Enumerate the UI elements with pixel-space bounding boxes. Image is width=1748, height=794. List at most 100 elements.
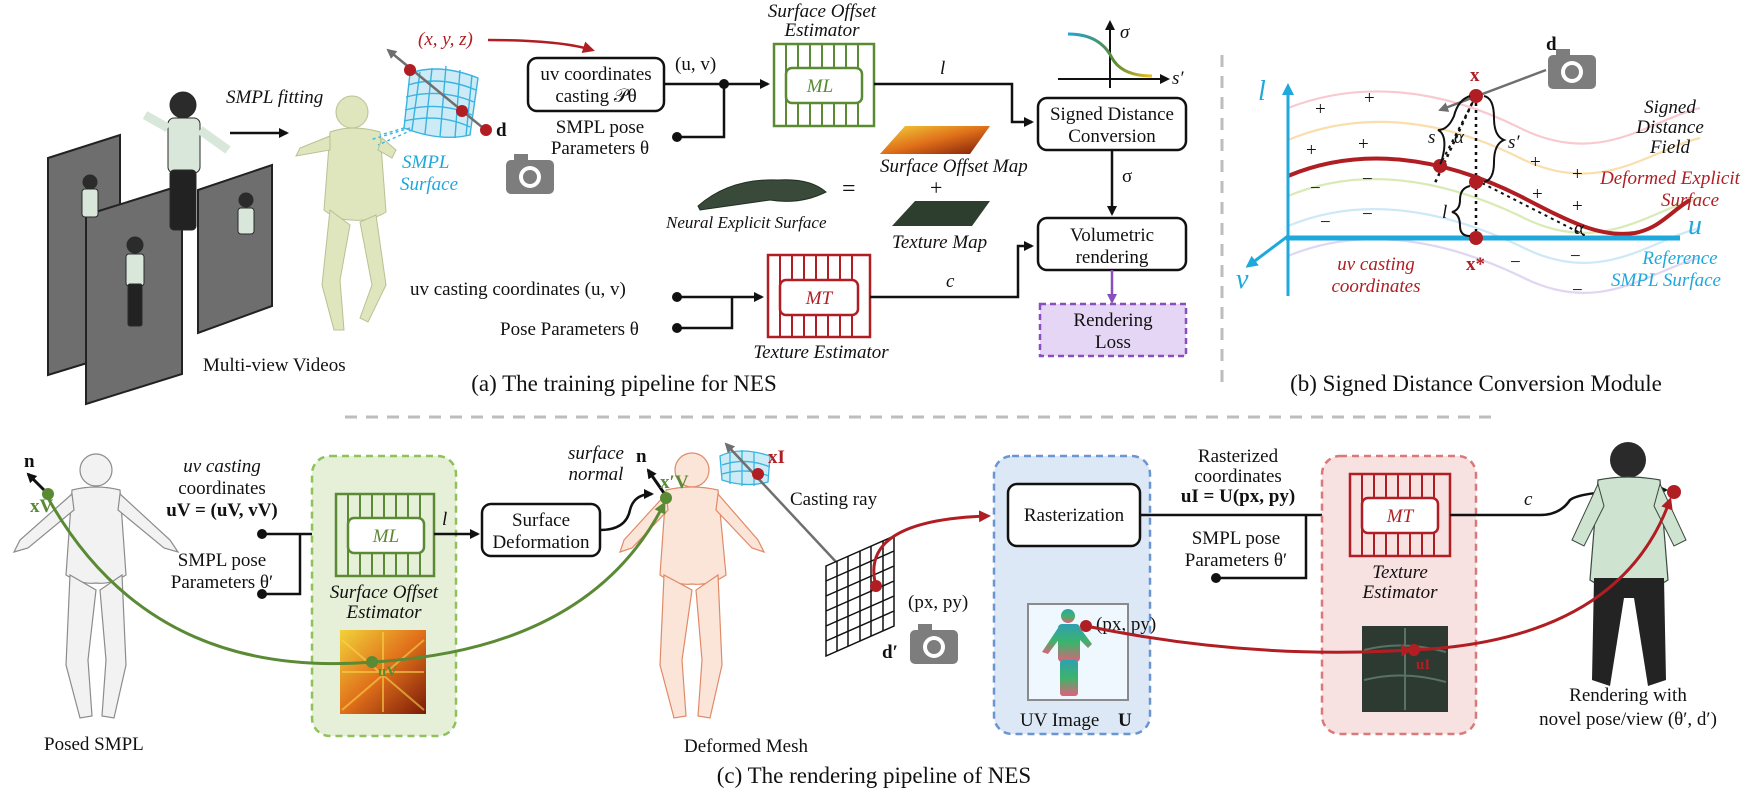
smpl-surface-label-1: SMPL [402,152,450,173]
sdf-label-1: Signed [1644,97,1696,118]
sdc-label-1: Signed Distance [1050,104,1174,125]
point-xi [752,468,764,480]
sdc-tangent-dotted [1475,179,1587,237]
uv-cast-c-1: uv casting [183,456,261,477]
sdf-label-2: Distance [1635,117,1704,138]
smpl-pose2-label-1: SMPL pose [1192,528,1281,549]
multiview-frames [47,91,273,406]
surface-offset-map-label: Surface Offset Map [880,156,1028,177]
sdc-diagonal-dotted [1439,95,1477,166]
image-grid [825,534,895,658]
casting-ray-label: Casting ray [790,489,878,510]
svg-text:−: − [1510,252,1521,273]
u-axis-label: u [1688,210,1702,241]
uv-cast-c-2: coordinates [178,478,266,499]
pose-params-label: Pose Parameters θ [500,319,639,340]
pose2-to-mt-line [1216,515,1308,580]
uv-image-label-1: UV Image [1020,710,1099,731]
svg-text:+: + [1358,134,1369,155]
c-label: c [946,271,955,292]
l-axis-label: l [1258,76,1266,107]
sdc-ray [1438,68,1547,112]
ui-marker-label: uI [1416,657,1430,673]
l-brace-label: l [1442,202,1447,223]
normal-arrow-n2 [646,468,668,497]
mt-estimator-c [1348,472,1452,558]
s-prime-label: s′ [1172,68,1184,89]
svg-text:+: + [1572,196,1583,217]
svg-text:−: − [1362,169,1373,190]
pxpy2-label: (px, py) [1096,614,1156,635]
pose-to-ml-line [677,84,726,139]
rendering-pipeline: n xV Posed SMPL uv casting coordinates u… [12,442,1717,788]
point-xv-prime [660,492,672,504]
sdc-ray-dotted [1432,96,1477,186]
rendering-label-1: Rendering with [1569,685,1687,706]
neural-explicit-label: Neural Explicit Surface [665,213,827,232]
uv-label: (u, v) [675,54,716,75]
vol-label-2: rendering [1076,247,1149,268]
sdc-label-2: Conversion [1068,126,1156,147]
plus-sign: + [930,175,942,200]
x-label: x [1470,65,1480,86]
casting-ray-a [386,48,489,133]
neural-explicit-surface-shape [697,179,827,211]
camera-icon-c [910,624,958,664]
mt-label-c: MT [1386,506,1415,527]
l-line [874,82,1034,127]
rendered-pixel [1667,485,1681,499]
svg-text:−: − [1570,246,1581,267]
caption-c: (c) The rendering pipeline of NES [717,763,1031,788]
brace-l [1451,185,1471,237]
posed-smpl-label: Posed SMPL [44,734,144,755]
smpl-surface-patch [369,65,479,146]
def-label-1: Deformed Explicit [1599,168,1741,189]
loss-label-1: Rendering [1073,310,1153,331]
sigma-label: σ [1122,166,1132,187]
ray-point-2 [456,105,468,117]
uv-casting-coords-label: uv casting coordinates (u, v) [410,279,626,300]
uv-image-figure [1042,609,1092,696]
tex-est-label-2: Estimator [1362,582,1439,603]
caption-b: (b) Signed Distance Conversion Module [1290,371,1662,396]
smpl-pose2-label-2: Parameters θ′ [1185,550,1287,571]
surface-normal-label-1: surface [568,443,624,464]
sdf-level-curves [1287,90,1701,294]
l-label: l [940,58,945,79]
x-star-label: x* [1466,254,1485,275]
rast-coords-label-1: Rasterized [1198,446,1279,467]
ref-label-1: Reference [1641,248,1717,269]
smpl-pose-label-2: Parameters θ [551,138,649,159]
v-axis-label: v [1236,264,1249,295]
xi-label: xI [768,447,785,468]
point-x-surface [1469,175,1483,189]
d-prime-label: d′ [882,642,898,663]
deform-to-mesh-arrow [599,489,654,532]
equals-sign: = [842,176,856,202]
n-label: n [24,451,35,472]
def-label-2: Surface [1661,190,1719,211]
point-x [1469,89,1483,103]
alpha-label-2: α [1574,218,1585,239]
tex-est-label-1: Texture [1372,562,1428,583]
uv-casting-label-1: uv coordinates [540,64,651,85]
texture-map-image [892,201,990,226]
c-label-c: c [1524,489,1533,510]
svg-text:−: − [1320,212,1331,233]
ray-point-1 [404,64,416,76]
smpl-fitting-label: SMPL fitting [226,87,323,108]
texture-map-label: Texture Map [892,232,987,253]
svg-text:−: − [1310,178,1321,199]
pose-to-ml-c [262,534,302,596]
sdf-signs: + + + + + + + + − − − − − − − [1306,88,1583,301]
posed-smpl-mesh [12,453,180,719]
xyz-arrow [487,38,595,54]
s-label: s [1428,127,1435,148]
green-arc [46,497,666,666]
sdf-label-3: Field [1649,137,1691,158]
ray-point-3 [480,124,492,136]
rast-coords-label-3: uI = U(px, py) [1181,486,1295,507]
surface-offset-map-image [880,126,990,154]
svg-text:−: − [1572,280,1583,301]
smpl-pose-c-2: Parameters θ′ [171,572,273,593]
